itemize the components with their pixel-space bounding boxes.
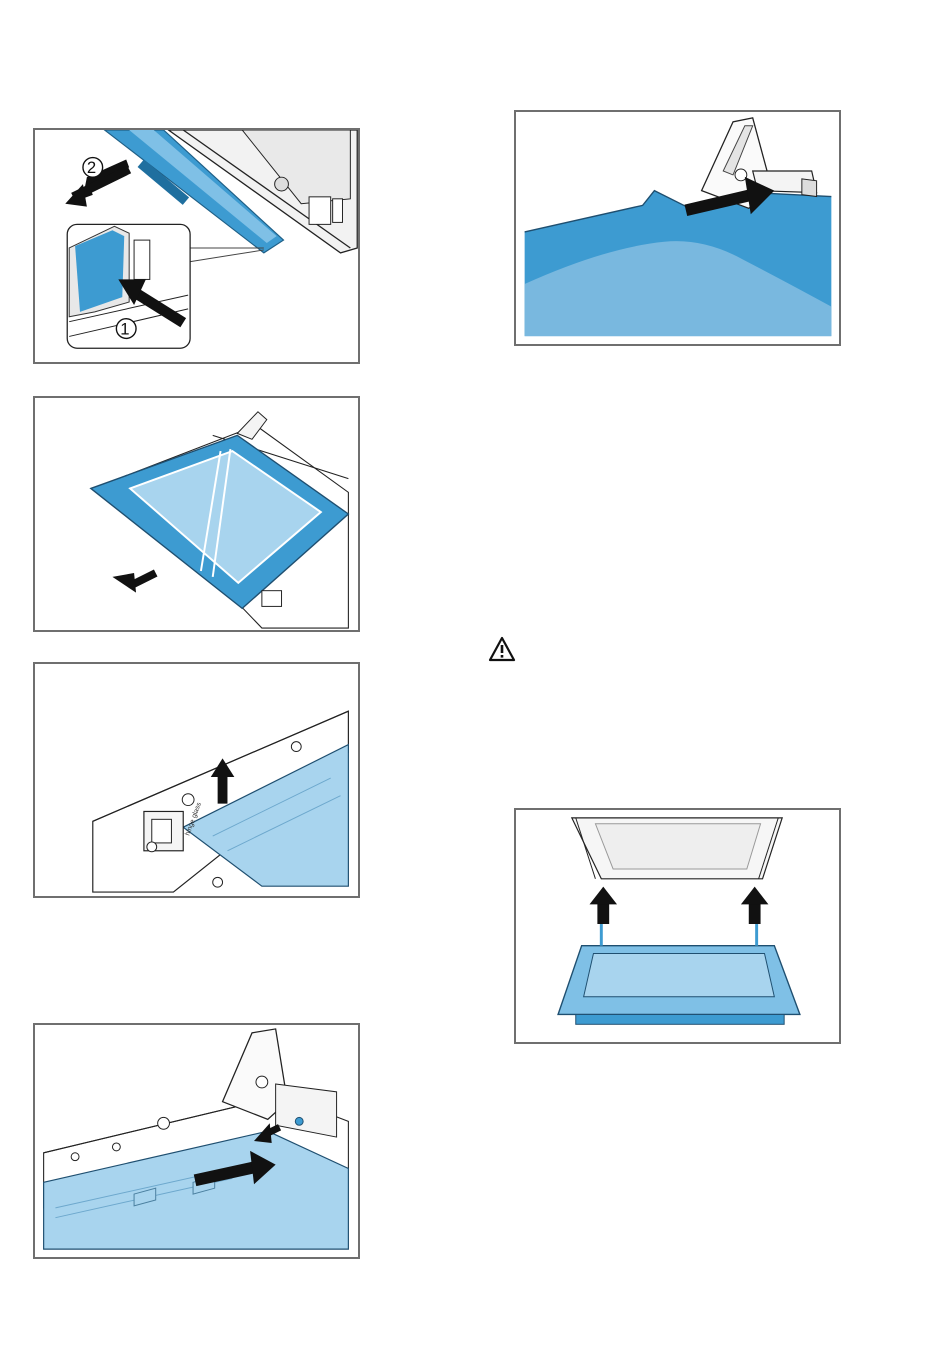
figure-lift-pane-drawing: hinge glass — [35, 664, 358, 896]
figure-lift-pane: hinge glass — [33, 662, 360, 898]
figure-remove-cover-drawing: 2 1 — [35, 130, 358, 362]
figure-attach-door-drawing — [516, 810, 839, 1042]
step-2-label: 2 — [87, 158, 96, 177]
step-1-label: 1 — [120, 319, 129, 338]
figure-remove-cover: 2 1 — [33, 128, 360, 364]
figure-insert-pane — [33, 1023, 360, 1259]
warning-triangle-icon — [488, 636, 516, 662]
figure-insert-hinge — [514, 110, 841, 346]
figure-attach-door — [514, 808, 841, 1044]
figure-insert-pane-drawing — [35, 1025, 358, 1257]
figure-remove-glass-drawing — [35, 398, 358, 630]
figure-insert-hinge-drawing — [516, 112, 839, 344]
figure-remove-glass — [33, 396, 360, 632]
